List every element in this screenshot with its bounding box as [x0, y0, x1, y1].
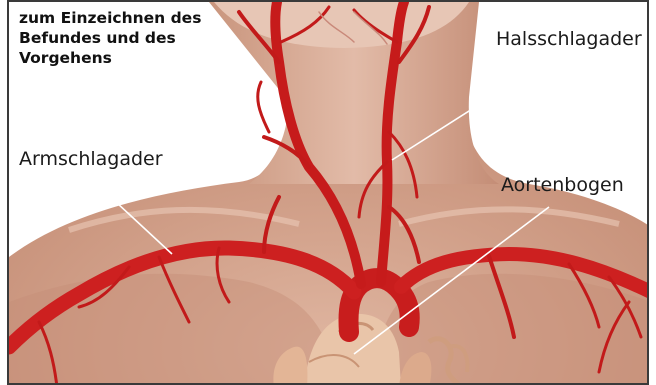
- label-armschlagader: Armschlagader: [19, 148, 163, 170]
- caption-text: zum Einzeichnen des Befundes und des Vor…: [19, 8, 229, 68]
- illustration-frame: zum Einzeichnen des Befundes und des Vor…: [7, 0, 649, 385]
- label-aortenbogen: Aortenbogen: [501, 174, 624, 196]
- label-halsschlagader: Halsschlagader: [496, 28, 642, 50]
